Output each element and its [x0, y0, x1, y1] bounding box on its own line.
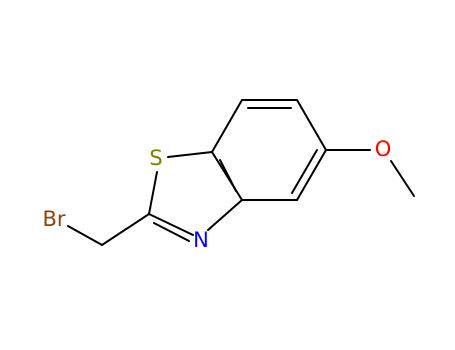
- bond-layer: [67, 99, 415, 246]
- bond-c5-c4-inner: [291, 149, 318, 194]
- bromine-atom-label: Br: [42, 207, 65, 231]
- bond-c7a-s: [167, 151, 213, 158]
- bond-c6-c5: [296, 99, 327, 151]
- nitrogen-atom-label: N: [193, 228, 209, 252]
- bond-c2-n: [148, 213, 194, 236]
- bond-s-c2: [148, 171, 158, 215]
- bond-c2-ch2: [101, 213, 150, 246]
- bond-n-c3a: [207, 199, 243, 231]
- bond-c3a-c7a: [211, 151, 243, 201]
- sulfur-atom-label: S: [149, 146, 162, 170]
- bond-c7a-c7: [211, 99, 243, 153]
- bond-c5-c4: [296, 149, 327, 201]
- bond-o-ch3: [390, 160, 415, 197]
- oxygen-atom-label: O: [375, 137, 392, 161]
- bond-c2-n-inner: [153, 222, 190, 242]
- atom-layer: S N O Br: [42, 137, 391, 252]
- bond-ch2-br: [67, 225, 103, 246]
- bond-c3a-c7a-inner: [219, 159, 237, 192]
